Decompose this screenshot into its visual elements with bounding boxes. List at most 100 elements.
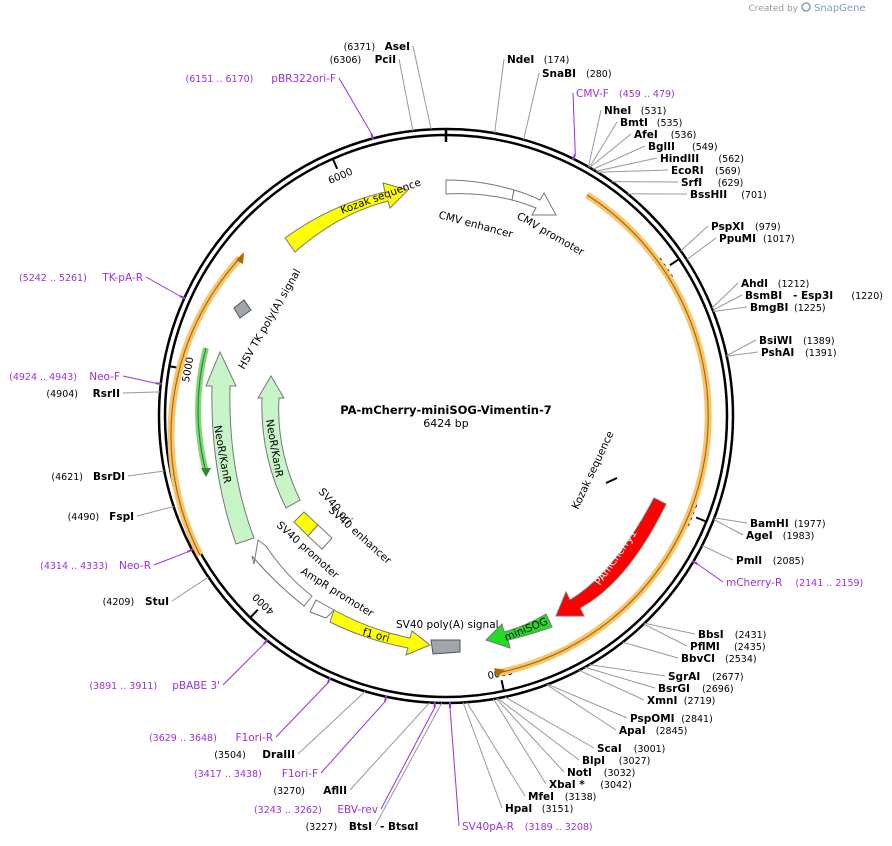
site-position: (536) bbox=[671, 130, 697, 141]
feature-kozak[interactable] bbox=[605, 477, 618, 484]
site-bsrdi[interactable]: BsrDI(4621) bbox=[51, 471, 125, 483]
site-bglii[interactable]: BglII(549) bbox=[648, 141, 718, 153]
site-ndei[interactable]: NdeI(174) bbox=[507, 54, 569, 66]
site-pflmi[interactable]: PflMI(2435) bbox=[690, 641, 766, 653]
primer-neor[interactable]: Neo-R(4314 .. 4333) bbox=[40, 548, 194, 572]
site-bsiwi[interactable]: BsiWI (1389) bbox=[759, 335, 835, 347]
primer-sv40par[interactable]: SV40pA-R(3189 .. 3208) bbox=[448, 701, 593, 833]
site-position: (531) bbox=[641, 106, 667, 117]
primer-leader-line bbox=[380, 707, 436, 810]
site-name: AgeI bbox=[746, 530, 773, 542]
feature-sv40-promoter[interactable] bbox=[251, 539, 313, 607]
feature-pamcherry1[interactable]: PAmCherry1 bbox=[555, 497, 667, 617]
site-bamhi[interactable]: BamHI(1977) bbox=[750, 518, 826, 530]
feature-cmv-promoter[interactable] bbox=[511, 189, 557, 216]
site-sgrai[interactable]: SgrAI(2677) bbox=[668, 671, 744, 683]
primer-range: (3243 .. 3262) bbox=[254, 805, 322, 816]
site-ecori[interactable]: EcoRI(569) bbox=[671, 165, 741, 177]
feature-neor-kanr-inner[interactable]: NeoR/KanR bbox=[257, 375, 301, 509]
feature-sv40-enhancer[interactable] bbox=[307, 524, 333, 550]
site-pmli[interactable]: PmlI(2085) bbox=[736, 555, 804, 567]
site-ahdi[interactable]: AhdI(1212) bbox=[741, 278, 809, 290]
primer-pbabe3[interactable]: pBABE 3'(3891 .. 3911) bbox=[89, 638, 269, 692]
primer-neof[interactable]: Neo-F(4924 .. 4943) bbox=[9, 371, 162, 385]
site-bbvci[interactable]: BbvCI(2534) bbox=[681, 653, 757, 665]
primer-name: pBABE 3' bbox=[172, 680, 220, 692]
primer-pbr322orif[interactable]: pBR322ori-F(6151 .. 6170) bbox=[186, 73, 374, 140]
site-name: AfeI bbox=[634, 129, 658, 141]
site-name: BsiWI bbox=[759, 335, 792, 347]
site-bsshii[interactable]: BssHII(701) bbox=[690, 189, 767, 201]
site-bbsi[interactable]: BbsI(2431) bbox=[698, 629, 766, 641]
feature-ampr-promoter[interactable] bbox=[309, 599, 335, 619]
site-mfei[interactable]: MfeI(3138) bbox=[528, 791, 596, 803]
scale-tick bbox=[249, 609, 259, 619]
feature-hsv-tk-polya[interactable] bbox=[233, 299, 252, 319]
site-nhei[interactable]: NheI(531) bbox=[604, 105, 666, 117]
primer-mark bbox=[326, 677, 332, 684]
site-hpai[interactable]: HpaI(3151) bbox=[505, 803, 573, 815]
site-pcii[interactable]: PciI(6306) bbox=[330, 54, 396, 66]
site-ppumi[interactable]: PpuMI(1017) bbox=[719, 233, 795, 245]
site-bsrgi[interactable]: BsrGI(2696) bbox=[658, 683, 734, 695]
site-name: PspOMI bbox=[630, 713, 675, 725]
site-btsi[interactable]: BtsI(3227) bbox=[306, 821, 372, 833]
site-apai[interactable]: ApaI(2845) bbox=[619, 725, 687, 737]
site-bmgbi[interactable]: BmgBI(1225) bbox=[750, 302, 826, 314]
primer-f1orir[interactable]: F1ori-R(3629 .. 3648) bbox=[149, 677, 332, 744]
feature-sv40-polya[interactable] bbox=[430, 639, 461, 655]
site-name: HindIII bbox=[660, 153, 699, 165]
site-rsrii[interactable]: RsrII(4904) bbox=[46, 388, 120, 400]
site-xmni[interactable]: XmnI(2719) bbox=[647, 695, 715, 707]
site-pshai[interactable]: PshAI(1391) bbox=[761, 347, 837, 359]
site-position: (1983) bbox=[783, 531, 815, 542]
site-xbai[interactable]: XbaI *(3042) bbox=[549, 779, 632, 791]
site-esp3i[interactable]: - Esp3I(1220) bbox=[793, 290, 883, 302]
site-bmti[interactable]: BmtI(535) bbox=[620, 117, 682, 129]
site-hindiii[interactable]: HindIII(562) bbox=[660, 153, 744, 165]
site-snabi[interactable]: SnaBI(280) bbox=[542, 68, 612, 80]
site-position: (2677) bbox=[712, 672, 744, 683]
site-name: RsrII bbox=[93, 388, 120, 400]
site-pspomi[interactable]: PspOMI(2841) bbox=[630, 713, 713, 725]
site-leader-line bbox=[412, 45, 432, 130]
site-position: (1389) bbox=[803, 336, 835, 347]
site-noti[interactable]: NotI(3032) bbox=[567, 767, 635, 779]
site-position: (1391) bbox=[805, 348, 837, 359]
site-fspi[interactable]: FspI(4490) bbox=[68, 511, 134, 523]
site-name: BtsI bbox=[349, 821, 372, 833]
site-stui[interactable]: StuI(4209) bbox=[103, 596, 169, 608]
primer-leader-line bbox=[697, 563, 724, 583]
primer-tkpar[interactable]: TK-pA-R(5242 .. 5261) bbox=[19, 272, 186, 300]
snapgene-logo-icon bbox=[801, 2, 811, 12]
site-draiii[interactable]: DraIII(3504) bbox=[214, 749, 295, 761]
primer-cmvf[interactable]: CMV-F(459 .. 479) bbox=[571, 88, 675, 161]
site-srfi[interactable]: SrfI(629) bbox=[681, 177, 743, 189]
primer-mcherryr[interactable]: mCherry-R(2141 .. 2159) bbox=[691, 560, 863, 589]
site-aflii[interactable]: AflII(3270) bbox=[273, 785, 347, 797]
site-asei[interactable]: AseI(6371) bbox=[344, 41, 410, 53]
site-scai[interactable]: ScaI(3001) bbox=[597, 743, 665, 755]
site-agei[interactable]: AgeI (1983) bbox=[746, 530, 814, 542]
primer-mark bbox=[155, 382, 162, 385]
site-leader-line bbox=[714, 517, 748, 524]
site-afei[interactable]: AfeI (536) bbox=[634, 129, 696, 141]
feature-f1-ori[interactable]: f1 ori bbox=[329, 609, 431, 656]
primer-f1orif[interactable]: F1ori-F(3417 .. 3438) bbox=[194, 695, 388, 780]
site-leader-line bbox=[398, 58, 414, 132]
feature-ori[interactable]: Kozak sequence bbox=[284, 177, 423, 253]
site-leader-line bbox=[713, 306, 748, 313]
site-leader-line bbox=[597, 169, 669, 173]
primer-ebvrev[interactable]: EBV-rev(3243 .. 3262) bbox=[254, 701, 436, 816]
site-bsmbi[interactable]: BsmBI bbox=[745, 290, 782, 302]
site-name: PmlI bbox=[736, 555, 762, 567]
site-pspxi[interactable]: PspXI(979) bbox=[711, 221, 781, 233]
site-leader-line bbox=[712, 294, 743, 311]
primer-mark bbox=[370, 133, 374, 140]
site-blpi[interactable]: BlpI(3027) bbox=[582, 755, 650, 767]
feature-cmv-enhancer[interactable] bbox=[445, 179, 515, 201]
primer-leader-line bbox=[145, 276, 181, 297]
site-btsi[interactable]: - BtsαI bbox=[380, 821, 418, 833]
site-position: (280) bbox=[586, 69, 612, 80]
feature-neor-kanr-outer[interactable]: NeoR/KanR bbox=[205, 350, 255, 545]
